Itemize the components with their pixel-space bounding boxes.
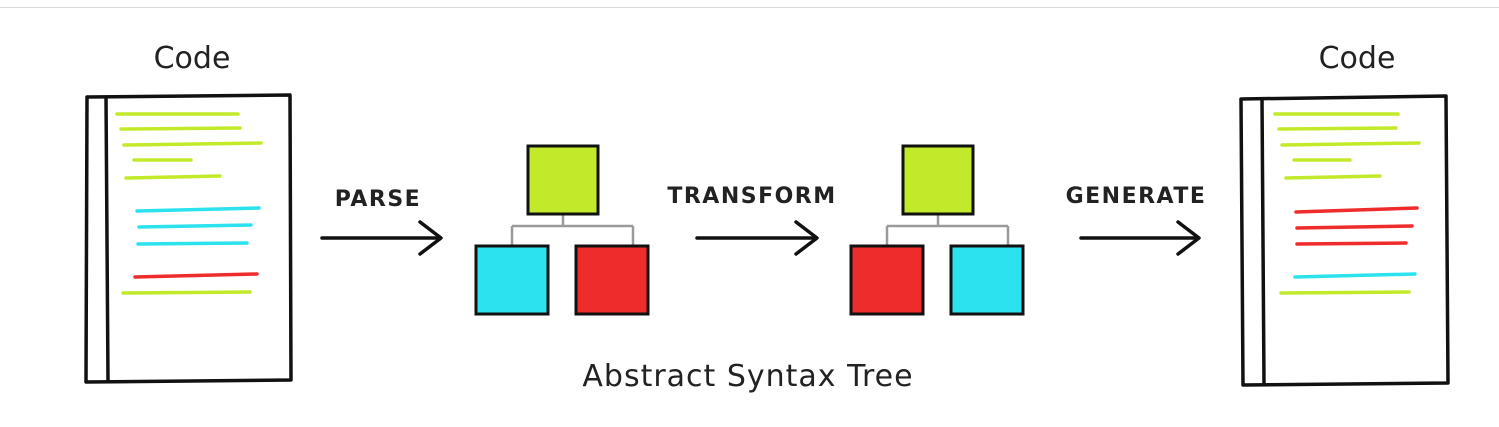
source-code-line-cyan-7 [137, 223, 253, 229]
ast-after-left-node [849, 244, 925, 316]
target-code-lines [1273, 112, 1421, 295]
parse-step: PARSE [320, 187, 443, 256]
ast-before-root-node [526, 144, 600, 216]
top-divider [0, 7, 1499, 8]
source-code-line-red-9 [133, 272, 259, 279]
ast-after-right-node [949, 244, 1025, 316]
transform-label: TRANSFORM [667, 184, 836, 209]
source-code-lines [115, 112, 263, 295]
ast-caption: Abstract Syntax Tree [582, 359, 913, 394]
ast-before-left-node [474, 244, 550, 316]
target-code-line-red-7 [1295, 224, 1414, 230]
target-code-line-cyan-9 [1293, 272, 1417, 279]
target-code-line-green-10 [1279, 290, 1411, 295]
source-code-line-green-2 [119, 126, 242, 131]
generate-step: GENERATE [1066, 184, 1207, 256]
source-code-title: Code [154, 41, 231, 76]
target-code-line-green-2 [1277, 126, 1398, 131]
source-code-line-green-10 [121, 290, 252, 295]
source-code-line-green-5 [124, 174, 222, 180]
target-code-line-red-8 [1295, 241, 1408, 246]
target-code-title: Code [1319, 41, 1396, 76]
parse-arrow [320, 220, 443, 256]
generate-label: GENERATE [1066, 184, 1207, 209]
transform-step: TRANSFORM [667, 184, 836, 256]
ast-after-root-node [901, 144, 975, 216]
source-code-line-green-3 [122, 141, 263, 147]
transform-arrow [695, 220, 819, 256]
target-code-document [1239, 94, 1450, 387]
ast-before-right-node [574, 244, 650, 316]
ast-after [849, 144, 1025, 316]
target-code-line-green-5 [1284, 174, 1382, 180]
source-code-line-cyan-6 [135, 206, 261, 213]
parse-label: PARSE [335, 187, 421, 212]
generate-arrow [1079, 220, 1201, 256]
ast-before [474, 144, 650, 316]
source-code-document [84, 93, 293, 384]
target-code-line-red-6 [1294, 206, 1419, 214]
target-code-line-green-3 [1280, 141, 1421, 147]
source-code-line-cyan-8 [136, 241, 249, 246]
